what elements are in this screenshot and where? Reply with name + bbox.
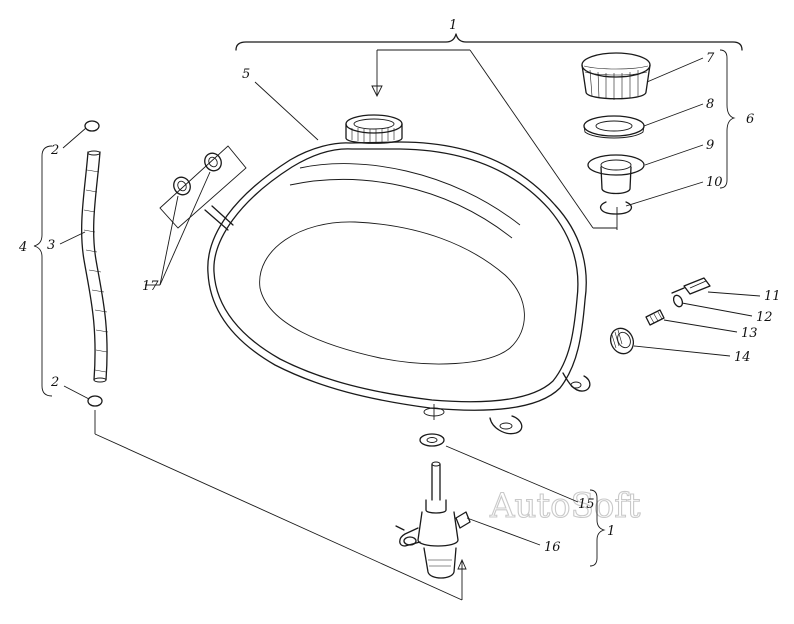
bracket-assembly-4	[33, 145, 53, 397]
label-6: 6	[746, 112, 754, 127]
cap-clip	[599, 201, 633, 215]
label-3: 3	[47, 238, 55, 253]
fuel-tank	[204, 114, 591, 435]
label-9: 9	[706, 138, 714, 153]
label-16: 16	[544, 540, 561, 555]
watermark: AutoSoft	[489, 486, 641, 526]
label-5: 5	[242, 67, 250, 82]
cap-flange	[587, 154, 645, 195]
washer	[672, 294, 684, 308]
fitting	[645, 309, 665, 326]
hose-clip-bottom	[87, 395, 103, 407]
label-1-top: 1	[449, 18, 457, 33]
label-13: 13	[741, 326, 758, 341]
bolt	[671, 277, 711, 295]
label-17: 17	[142, 279, 159, 294]
label-10: 10	[706, 175, 723, 190]
label-12: 12	[756, 310, 773, 325]
nut	[609, 327, 635, 355]
leader-lines	[59, 57, 761, 601]
label-14: 14	[734, 350, 751, 365]
fuel-hose	[80, 150, 109, 383]
bracket-assembly-1	[235, 33, 743, 230]
label-11: 11	[764, 289, 781, 304]
hose-clip-top	[84, 120, 100, 132]
label-1-bottom: 1	[607, 524, 615, 539]
tap-gasket	[419, 433, 445, 447]
fuel-tap	[395, 461, 471, 579]
label-7: 7	[706, 51, 715, 66]
filler-cap	[581, 52, 651, 100]
cap-gasket	[583, 115, 645, 139]
nipple-pair	[159, 145, 247, 229]
label-2-top: 2	[50, 143, 59, 158]
label-4: 4	[18, 240, 27, 255]
bracket-assembly-1-bottom	[589, 489, 606, 567]
label-15: 15	[578, 497, 595, 512]
bracket-assembly-6	[719, 49, 736, 189]
label-2-bottom: 2	[50, 375, 59, 390]
label-8: 8	[706, 97, 714, 112]
